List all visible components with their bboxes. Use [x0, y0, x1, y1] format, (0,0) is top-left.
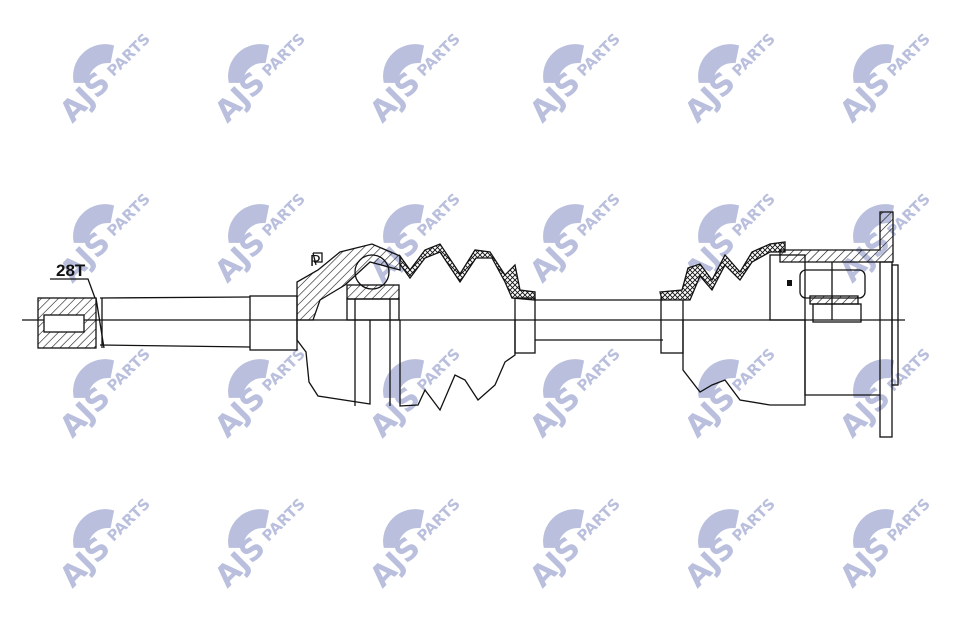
- watermark-swoosh-icon: [73, 44, 115, 83]
- watermark-swoosh-icon: [228, 204, 270, 243]
- watermark-swoosh-icon: [543, 44, 585, 83]
- joint-marker-label: P: [310, 253, 321, 270]
- watermark-swoosh-icon: [73, 509, 115, 548]
- watermark-swoosh-icon: [698, 204, 740, 243]
- shaft-middle: [535, 299, 663, 341]
- watermark-swoosh-icon: [73, 359, 115, 398]
- watermark-swoosh-icon: [698, 509, 740, 548]
- spline-end: [37, 278, 105, 349]
- outer-boot: [659, 241, 806, 406]
- watermark-swoosh-icon: [698, 359, 740, 398]
- outer-cv-joint: [779, 211, 899, 438]
- inner-boot: [399, 243, 536, 412]
- watermark-swoosh-icon: [228, 359, 270, 398]
- watermark-swoosh-icon: [383, 509, 425, 548]
- watermark-swoosh-icon: [383, 44, 425, 83]
- watermark-swoosh-icon: [853, 509, 895, 548]
- watermark-swoosh-icon: [73, 204, 115, 243]
- watermark-swoosh-icon: [543, 204, 585, 243]
- watermark-swoosh-icon: [543, 359, 585, 398]
- watermark-swoosh-icon: [383, 359, 425, 398]
- watermark-swoosh-icon: [543, 509, 585, 548]
- watermark-swoosh-icon: [853, 44, 895, 83]
- watermark-swoosh-icon: [228, 509, 270, 548]
- watermark-swoosh-icon: [228, 44, 270, 83]
- watermark-swoosh-icon: [383, 204, 425, 243]
- spline-count-label: 28T: [56, 261, 86, 280]
- watermark-swoosh-icon: [853, 359, 895, 398]
- shaft-left: [99, 295, 298, 351]
- watermark-swoosh-icon: [698, 44, 740, 83]
